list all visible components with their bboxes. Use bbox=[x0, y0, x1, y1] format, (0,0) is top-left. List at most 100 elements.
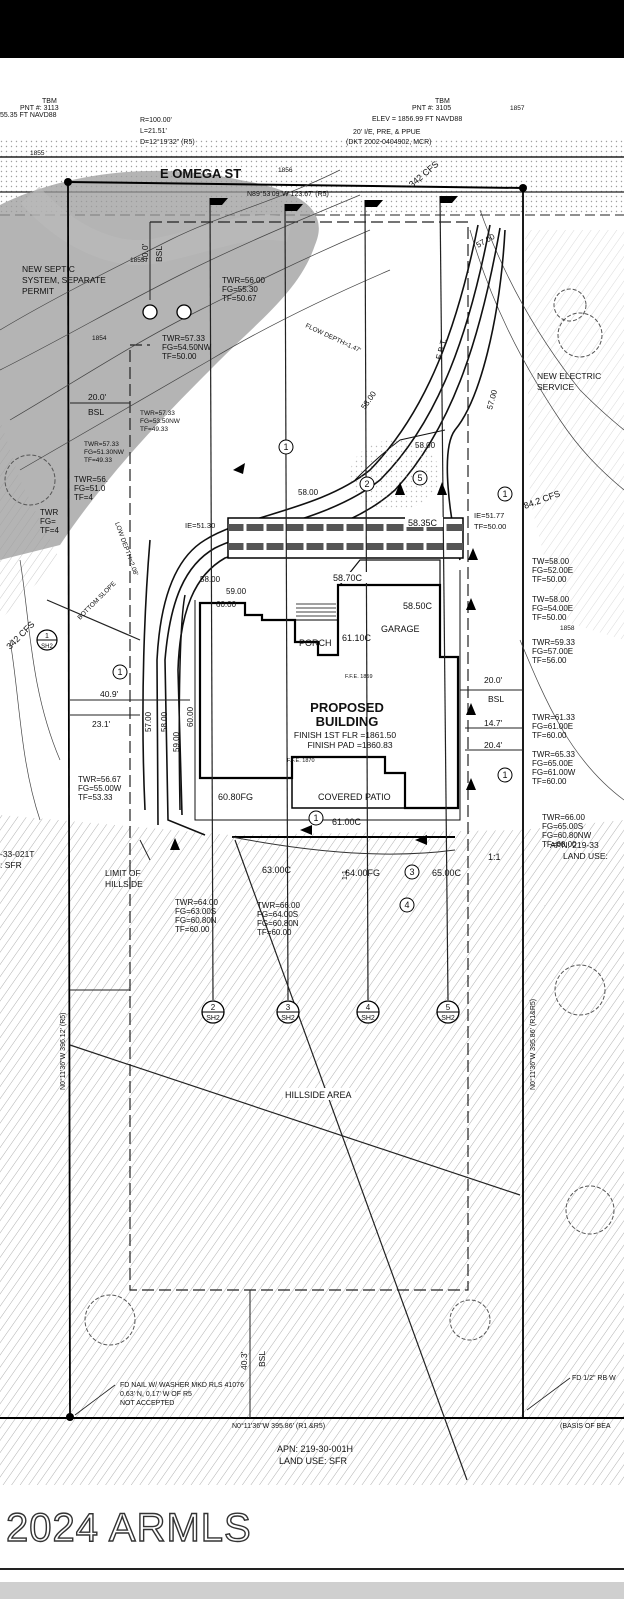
west-bearing: N0°11'36"W 396.12' (R5) bbox=[59, 1013, 67, 1090]
tbm-right-title: TBM bbox=[435, 98, 450, 105]
e-bt: E.B.T. bbox=[434, 338, 448, 361]
tw-a-fg: FG=54.50NW bbox=[162, 343, 212, 352]
bsl-top: BSL bbox=[154, 246, 164, 262]
dimension-lines bbox=[70, 222, 523, 1418]
section-4-num: 4 bbox=[366, 1003, 371, 1012]
tw-r6-tf: TF=60.00 bbox=[542, 840, 577, 849]
tw-r3-fg: FG=57.00E bbox=[532, 647, 573, 656]
east-bearing: N0°11'36"W 395.86' (R1&R5) bbox=[529, 999, 537, 1090]
fd-rb: FD 1/2" RB W bbox=[572, 1375, 616, 1382]
spot-65-00c: 65.00C bbox=[432, 868, 462, 878]
keynote-5: 5 bbox=[417, 473, 422, 483]
spot-58-00c: 58.00 bbox=[298, 488, 319, 497]
tree-symbols bbox=[4, 288, 615, 1346]
fd-nail-2: 0.63' N, 0.17' W OF R5 bbox=[120, 1391, 192, 1398]
section-2-sheet: SH2 bbox=[206, 1015, 220, 1022]
septic-line3: PERMIT bbox=[22, 286, 54, 296]
tw-r3-tf: TF=56.00 bbox=[532, 656, 567, 665]
contour-1856: 1856 bbox=[278, 167, 293, 174]
septic-tank bbox=[142, 304, 158, 320]
section-3-sheet: SH2 bbox=[281, 1015, 295, 1022]
section-cut-lines bbox=[46, 195, 521, 1481]
culvert-ie-left: IE=51.30 bbox=[185, 521, 215, 530]
tw-r5-tf: TF=60.00 bbox=[532, 777, 567, 786]
retaining-wall bbox=[194, 570, 461, 821]
limit-line1: LIMIT OF bbox=[105, 868, 141, 878]
easement-line2: (DKT 2002-0404902, MCR) bbox=[346, 139, 431, 146]
tw-b2-tf: TF=60.00 bbox=[257, 928, 292, 937]
tw-b2-fg-n: FG=60.80N bbox=[257, 919, 299, 928]
building-finish1: FINISH 1ST FLR =1861.50 bbox=[294, 730, 396, 740]
south-bearing: N0°11'36"W 395.86' (R1 &R5) bbox=[232, 1422, 325, 1430]
tw-d-tf: TF=4 bbox=[74, 493, 93, 502]
tw-a-twr: TWR=57.33 bbox=[162, 334, 205, 343]
tw-b1-tf: TF=60.00 bbox=[175, 925, 210, 934]
bsl-left: BSL bbox=[88, 407, 104, 417]
keynote-1d: 1 bbox=[502, 770, 507, 780]
top-black-bar bbox=[0, 0, 624, 58]
apn-right: APN: 219-33 bbox=[550, 840, 599, 850]
tw-r3-twr: TWR=59.33 bbox=[532, 638, 575, 647]
tw-d-fg: FG=51.0 bbox=[74, 484, 106, 493]
curve-delta: D=12°19'32" (R5) bbox=[140, 138, 195, 146]
apn-bottom: APN: 219-30-001H bbox=[277, 1444, 353, 1454]
section-1-num: 1 bbox=[45, 633, 49, 640]
culvert-ie-right: IE=51.77 bbox=[474, 511, 504, 520]
flow-depth: FLOW DEPTH=1.47' bbox=[304, 322, 362, 354]
keynote-1a: 1 bbox=[283, 442, 288, 452]
spot-59-00v: 59.00 bbox=[172, 731, 181, 752]
curve-length: L=21.51' bbox=[140, 128, 167, 135]
tw-c-twr: TWR=57.33 bbox=[84, 441, 119, 448]
watermark: 2024 ARMLS bbox=[5, 1505, 252, 1550]
tw-left-low-tf: TF=53.33 bbox=[78, 793, 113, 802]
tbm-left-title: TBM bbox=[42, 98, 57, 105]
tw-d-twr: TWR=56. bbox=[74, 475, 108, 484]
spot-58-00a: 58.00 bbox=[359, 389, 378, 411]
tw-e-fg: FG= bbox=[40, 517, 56, 526]
dim-40-3: 40.3' bbox=[239, 1351, 249, 1370]
dim-20-4: 20.4' bbox=[484, 740, 503, 750]
tw-e-twr: TWR bbox=[40, 508, 58, 517]
contour-1858: 1858 bbox=[560, 625, 575, 632]
porch-label: PORCH bbox=[299, 638, 332, 648]
electric-line2: SERVICE bbox=[537, 382, 574, 392]
building-finish2: FINISH PAD =1860.83 bbox=[307, 740, 392, 750]
tw-r1-tw: TW=58.00 bbox=[532, 557, 570, 566]
patio-label: COVERED PATIO bbox=[318, 792, 391, 802]
dim-40-9: 40.9' bbox=[100, 689, 119, 699]
spot-63-00c: 63.00C bbox=[262, 865, 292, 875]
tw-r2-tf: TF=50.00 bbox=[532, 613, 567, 622]
keynote-markers bbox=[112, 439, 513, 913]
ffe-1859: F.F.E. 1859 bbox=[345, 674, 373, 680]
flow-arrows bbox=[170, 463, 478, 850]
spot-58-00v: 58.00 bbox=[160, 711, 169, 732]
tw-r2-fg: FG=54.00E bbox=[532, 604, 573, 613]
tw-r4-twr: TWR=61.33 bbox=[532, 713, 575, 722]
tw-r1-fg: FG=52.00E bbox=[532, 566, 573, 575]
property-line-north bbox=[67, 181, 524, 189]
spot-58-00d: 58.00 bbox=[200, 575, 221, 584]
tw-r2-tw: TW=58.00 bbox=[532, 595, 570, 604]
contour-lines bbox=[0, 169, 624, 821]
tw-b1-fg-n: FG=60.80N bbox=[175, 916, 217, 925]
ffe-1870: F.F.E. 1870 bbox=[287, 758, 315, 764]
garage-label: GARAGE bbox=[381, 624, 420, 634]
septic-line2: SYSTEM, SEPARATE bbox=[22, 275, 106, 285]
keynote-1e: 1 bbox=[313, 813, 318, 823]
building-setback-line bbox=[129, 221, 469, 1291]
spot-58-70c: 58.70C bbox=[333, 573, 363, 583]
tw-b2-fg-s: FG=64.00S bbox=[257, 910, 298, 919]
dim-20-left: 20.0' bbox=[88, 392, 107, 402]
basis-of-bearing: (BASIS OF BEA bbox=[560, 1423, 611, 1430]
tw-b1-twr: TWR=64.00 bbox=[175, 898, 218, 907]
tbm-left-elev: 55.35 FT NAVD88 bbox=[0, 112, 57, 119]
keynote-1c: 1 bbox=[117, 667, 122, 677]
bsl-bottom: BSL bbox=[257, 1351, 267, 1367]
wash-shading bbox=[0, 170, 319, 560]
tw-e-tf: TF=4 bbox=[40, 526, 59, 535]
keynote-1b: 1 bbox=[502, 489, 507, 499]
bsl-right: BSL bbox=[488, 694, 504, 704]
tw-r4-tf: TF=60.00 bbox=[532, 731, 567, 740]
tw-left-low-twr: TWR=56.67 bbox=[78, 775, 121, 784]
landuse-right: LAND USE: bbox=[563, 851, 608, 861]
